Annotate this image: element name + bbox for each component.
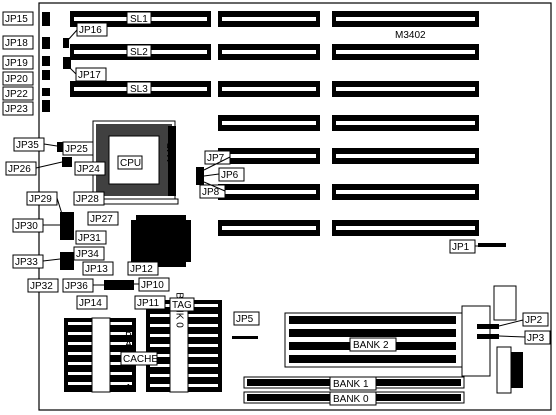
jumper-label-jp26: JP26 [5,161,37,176]
jumper-label-jp1: JP1 [449,239,476,254]
svg-text:JP32: JP32 [30,281,53,292]
svg-text:JP1: JP1 [452,242,470,253]
jumper-pins-cpu-area [57,142,204,290]
jumper-label-jp14: JP14 [76,295,108,310]
jumper-pins-left-edge [42,12,71,112]
svg-text:JP10: JP10 [141,280,164,291]
svg-text:JP24: JP24 [77,164,100,175]
jumper-label-jp32: JP32 [27,278,59,293]
svg-text:JP36: JP36 [65,281,88,292]
svg-text:JP33: JP33 [15,257,38,268]
keyboard-connector [493,285,523,394]
slot-label-sl1: SL1 [126,11,152,25]
jumper-label-jp2: JP2 [522,312,549,327]
jumper-label-jp12: JP12 [127,261,159,276]
svg-text:JP12: JP12 [130,264,153,275]
svg-text:CPU: CPU [120,158,141,169]
jumper-label-jp24: JP24 [74,161,106,176]
svg-text:JP34: JP34 [76,249,99,260]
jumper-label-jp3: JP3 [524,330,551,345]
board-model-label: M3402 [395,30,426,41]
cpu-label: CPU [117,155,143,170]
svg-text:JP23: JP23 [5,104,28,115]
slot-label-sl2: SL2 [126,44,152,58]
bank1-label: BANK 1 [329,376,377,391]
bank2-label: BANK 2 [349,337,397,352]
svg-text:JP8: JP8 [202,187,220,198]
svg-text:JP16: JP16 [79,25,102,36]
svg-text:JP35: JP35 [16,140,39,151]
svg-text:JP18: JP18 [5,38,28,49]
svg-text:SL2: SL2 [130,47,148,58]
slot-label-sl3: SL3 [126,81,152,95]
svg-text:JP19: JP19 [5,58,28,69]
svg-text:JP6: JP6 [221,170,239,181]
svg-text:JP5: JP5 [236,314,254,325]
jumper-label-jp10: JP10 [138,277,170,292]
svg-text:JP7: JP7 [207,153,225,164]
svg-text:BANK 0: BANK 0 [333,394,369,405]
svg-text:JP29: JP29 [29,194,52,205]
jumper-label-jp5: JP5 [233,311,260,326]
cpu-socket-mark: AMP [166,142,177,164]
jumper-pins-right [232,243,506,339]
svg-text:JP25: JP25 [65,144,88,155]
jumper-label-jp17: JP17 [75,67,107,82]
jumper-label-jp16: JP16 [76,22,108,37]
chipset [131,215,191,267]
svg-text:JP31: JP31 [78,233,101,244]
leader-lines [35,29,526,338]
jumper-label-jp34: JP34 [73,246,105,261]
svg-text:JP3: JP3 [527,333,545,344]
svg-text:JP15: JP15 [5,14,28,25]
jumper-label-jp23: JP23 [2,101,34,116]
jumper-label-jp13: JP13 [82,261,114,276]
jumper-label-jp7: JP7 [204,150,231,165]
svg-text:JP27: JP27 [90,214,113,225]
svg-text:CACHE: CACHE [123,354,158,365]
tag-label: TAG [169,297,195,312]
svg-text:JP20: JP20 [5,74,28,85]
jumper-label-jp15: JP15 [2,11,34,26]
jumper-label-jp33: JP33 [12,254,44,269]
svg-text:JP11: JP11 [137,298,159,309]
svg-text:SL3: SL3 [130,84,148,95]
svg-text:JP2: JP2 [525,315,543,326]
jumper-label-jp11: JP11 [134,295,166,310]
bank0-label: BANK 0 [329,391,377,406]
jumper-label-jp22: JP22 [2,86,34,101]
svg-text:TAG: TAG [172,300,192,311]
jumper-label-jp25: JP25 [62,141,94,156]
jumper-label-jp6: JP6 [218,167,245,182]
svg-text:JP14: JP14 [79,298,102,309]
jumper-label-jp29: JP29 [26,191,58,206]
jumper-label-jp19: JP19 [2,55,34,70]
cpu-socket [91,120,179,205]
svg-text:SL1: SL1 [130,14,148,25]
svg-text:BANK 1: BANK 1 [333,379,369,390]
svg-text:JP22: JP22 [5,89,28,100]
svg-text:JP28: JP28 [76,194,99,205]
jumper-label-jp27: JP27 [87,211,119,226]
jumper-label-jp18: JP18 [2,35,34,50]
jumper-label-jp31: JP31 [75,230,107,245]
slots-middle-column [218,11,320,236]
svg-text:JP26: JP26 [8,164,31,175]
jumper-label-jp35: JP35 [13,137,45,152]
slots-right-column [332,11,479,236]
jumper-label-jp36: JP36 [62,278,94,293]
jumper-label-jp20: JP20 [2,71,34,86]
svg-text:BANK 2: BANK 2 [353,340,389,351]
svg-text:JP13: JP13 [85,264,108,275]
jumper-label-jp8: JP8 [199,184,226,199]
jumper-label-jp30: JP30 [12,218,44,233]
svg-text:JP17: JP17 [78,70,101,81]
svg-text:JP30: JP30 [15,221,38,232]
cache-label: CACHE [120,351,158,366]
cache-memory-block [64,299,222,393]
jumper-label-jp28: JP28 [73,191,105,206]
